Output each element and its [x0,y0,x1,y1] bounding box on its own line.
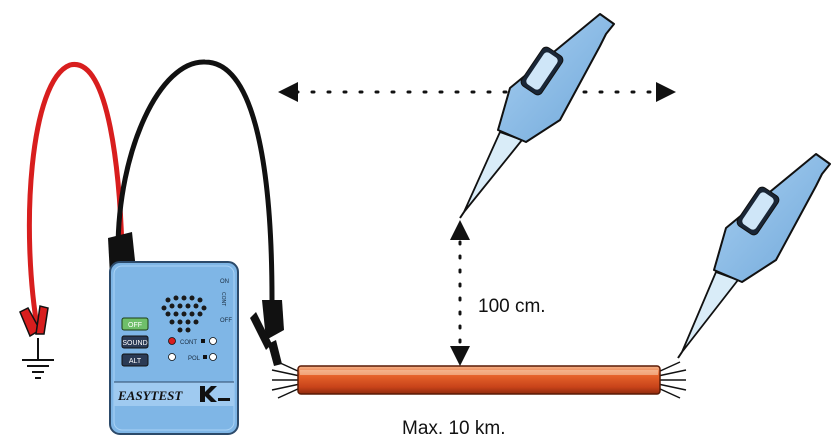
black-test-lead [115,59,275,303]
pol-indicator-label: POL [188,356,201,362]
switch-label-on: ON [220,279,229,285]
red-clip [19,305,49,338]
cable-under-test [271,361,687,399]
brand-name: EASYTEST [117,388,183,403]
distance-label: 100 cm. [478,296,546,317]
cont-led-right-icon [209,337,217,345]
pol-led-right-icon [209,353,217,361]
distance-arrow [450,220,470,366]
pol-led-icon [168,353,176,361]
black-clip [250,300,284,366]
pol-indicator-mark [203,355,207,359]
sound-button[interactable]: SOUND [121,335,149,349]
sound-button-label: SOUND [122,340,147,347]
cont-indicator-label: CONT [180,340,197,346]
probe-upper [459,13,615,219]
movement-arrow [278,82,676,102]
arrow-left-icon [278,82,298,102]
brand-logo-icon [200,386,230,402]
off-button-label: OFF [128,322,142,329]
cable-length-label: Max. 10 km. [402,418,506,439]
probe-lower [677,153,831,359]
alt-button[interactable]: ALT [121,353,149,367]
arrow-up-icon [450,220,470,240]
switch-label-cont: CONT [220,292,226,306]
arrow-right-icon [656,82,676,102]
red-test-lead [26,62,125,335]
easytest-device: ON CONT OFF OFF SOUND ALT CONT POL EASYT… [109,261,239,435]
off-button[interactable]: OFF [121,317,149,331]
switch-label-off: OFF [220,318,232,324]
alt-button-label: ALT [129,358,142,365]
ground-symbol [22,338,54,379]
cont-led-icon [168,337,176,345]
cont-indicator-mark [201,339,205,343]
speaker-grille-icon [161,295,207,333]
arrow-down-icon [450,346,470,366]
